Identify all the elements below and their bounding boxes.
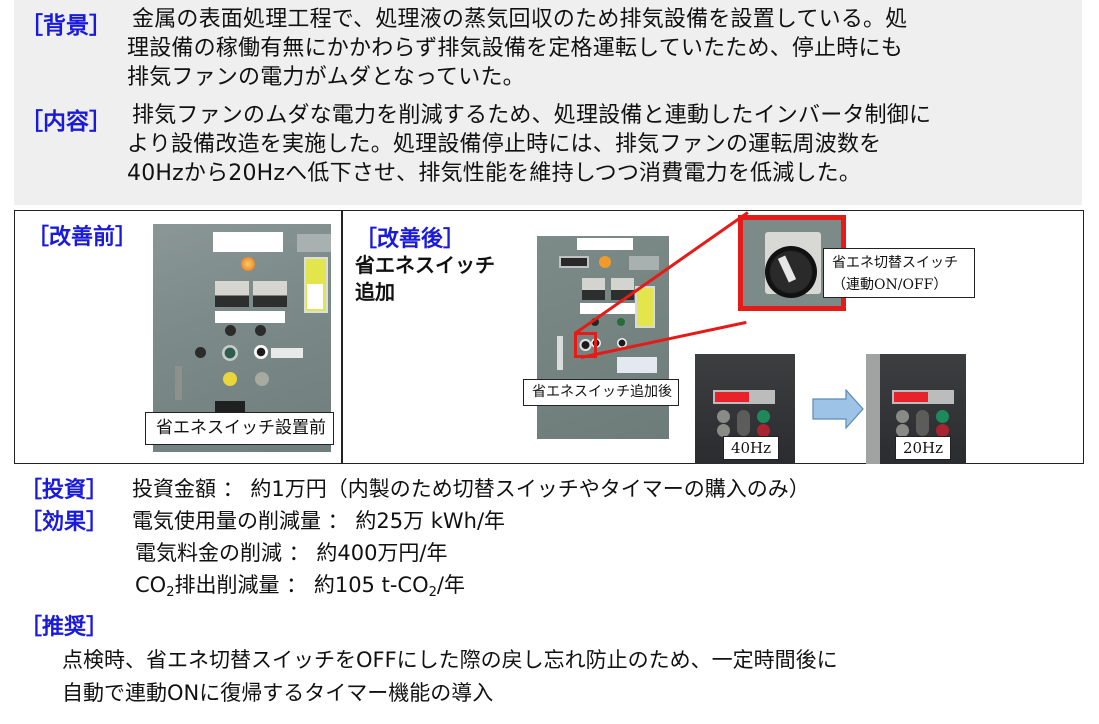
indicator-lamp xyxy=(241,257,255,271)
meter-left xyxy=(215,281,249,307)
selector-2 xyxy=(617,338,627,348)
nameplate xyxy=(629,256,659,270)
effect-line-3: CO2排出削減量 ： 約105 t-CO2/年 xyxy=(135,569,465,600)
sticker-white xyxy=(307,284,323,309)
arrow-right-icon xyxy=(812,389,864,429)
inverter-side xyxy=(866,354,880,464)
inverter-stop-btn xyxy=(936,424,949,437)
after-panel-photo xyxy=(537,236,669,439)
warning-labels xyxy=(617,357,657,373)
button-black-2 xyxy=(255,325,266,336)
button-green xyxy=(222,345,238,361)
after-label: ［改善後］ xyxy=(355,227,466,252)
before-label: ［改善前］ xyxy=(27,225,138,250)
content-line-3: 40Hzから20Hzへ低下させ、排気性能を維持しつつ消費電力を低減した。 xyxy=(127,161,862,186)
inverter-btn xyxy=(717,424,730,437)
inverter-btn xyxy=(737,410,750,436)
before-photo-caption: 省エネスイッチ設置前 xyxy=(145,412,334,445)
co2-middle: 排出削減量 ： 約105 t-CO xyxy=(174,573,429,597)
inverter-btn xyxy=(896,424,909,437)
effect-line-1: 電気使用量の削減量 ： 約25万 kWh/年 xyxy=(132,509,506,533)
meter-right xyxy=(611,278,634,300)
handle xyxy=(175,366,182,400)
co2-subscript-2: 2 xyxy=(428,585,437,600)
co2-subscript: 2 xyxy=(166,585,175,600)
meter-right xyxy=(253,281,287,307)
inset-caption: 省エネ切替スイッチ （連動ON/OFF） xyxy=(823,248,975,298)
label-plate xyxy=(577,238,633,250)
background-line-2: 理設備の稼働有無にかかわらず排気設備を定格運転していたため、停止時にも xyxy=(127,36,903,61)
button-dark xyxy=(591,318,599,326)
comparison-box: ［改善前］ 省エネスイッチ設置前 ［改善後］ 省エネスイッチ 追加 xyxy=(14,210,1084,464)
content-label: ［内容］ xyxy=(20,109,112,135)
nameplate xyxy=(297,234,331,252)
label-plate xyxy=(213,232,283,252)
investment-text: 投資金額 ： 約1万円（内製のため切替スイッチやタイマーの購入のみ） xyxy=(132,477,810,501)
button-yellow xyxy=(223,372,237,386)
meter-left xyxy=(582,278,605,300)
recommendation-label: ［推奨］ xyxy=(20,615,109,640)
counter xyxy=(215,401,245,415)
comparison-divider xyxy=(341,211,343,463)
recommendation-line-2: 自動で連動ONに復帰するタイマー機能の導入 xyxy=(62,681,494,705)
inverter-label-20hz: 20Hz xyxy=(895,436,951,460)
after-subtitle-line-2: 追加 xyxy=(355,280,395,304)
inverter-label-40hz: 40Hz xyxy=(723,436,779,460)
inverter-display xyxy=(715,392,749,402)
digital-display xyxy=(559,256,589,268)
inset-caption-line-1: 省エネ切替スイッチ xyxy=(832,255,958,271)
background-label: ［背景］ xyxy=(20,13,112,39)
label-small xyxy=(271,348,303,358)
after-subtitle-line-1: 省エネスイッチ xyxy=(355,253,495,277)
summary-panel xyxy=(14,0,1082,205)
effect-label: ［効果］ xyxy=(20,510,109,535)
co2-suffix: /年 xyxy=(436,573,465,597)
recommendation-line-1: 点検時、省エネ切替スイッチをOFFにした際の戻し忘れ防止のため、一定時間後に xyxy=(62,648,838,672)
inverter-stop-btn xyxy=(757,424,770,437)
selector-switch xyxy=(254,345,268,359)
selector-small xyxy=(195,347,206,358)
indicator-lamp xyxy=(599,256,611,268)
button-black-1 xyxy=(225,325,236,336)
investment-label: ［投資］ xyxy=(20,478,109,503)
inverter-run-btn xyxy=(936,410,949,423)
background-line-3: 排気ファンの電力がムダとなっていた。 xyxy=(127,65,525,90)
inset-caption-line-2: （連動ON/OFF） xyxy=(832,277,948,293)
label-plate-2 xyxy=(215,311,285,323)
inverter-display xyxy=(894,392,928,402)
handle xyxy=(557,336,563,370)
effect-line-2: 電気料金の削減 ： 約400万円/年 xyxy=(135,541,448,565)
inverter-btn xyxy=(916,410,929,436)
inverter-btn xyxy=(717,410,730,423)
inverter-run-btn xyxy=(757,410,770,423)
content-line-1: 排気ファンのムダな電力を削減するため、処理設備と連動したインバータ制御に xyxy=(132,103,932,128)
button-green xyxy=(617,318,625,326)
background-line-1: 金属の表面処理工程で、処理液の蒸気回収のため排気設備を設置している。処 xyxy=(132,7,908,32)
button-grey xyxy=(255,372,269,386)
after-photo-caption: 省エネスイッチ追加後 xyxy=(523,379,679,406)
co2-prefix: CO xyxy=(135,573,167,597)
inverter-btn xyxy=(896,410,909,423)
yellow-sticker xyxy=(635,286,655,328)
content-line-2: より設備改造を実施した。処理設備停止時には、排気ファンの運転周波数を xyxy=(127,132,882,157)
